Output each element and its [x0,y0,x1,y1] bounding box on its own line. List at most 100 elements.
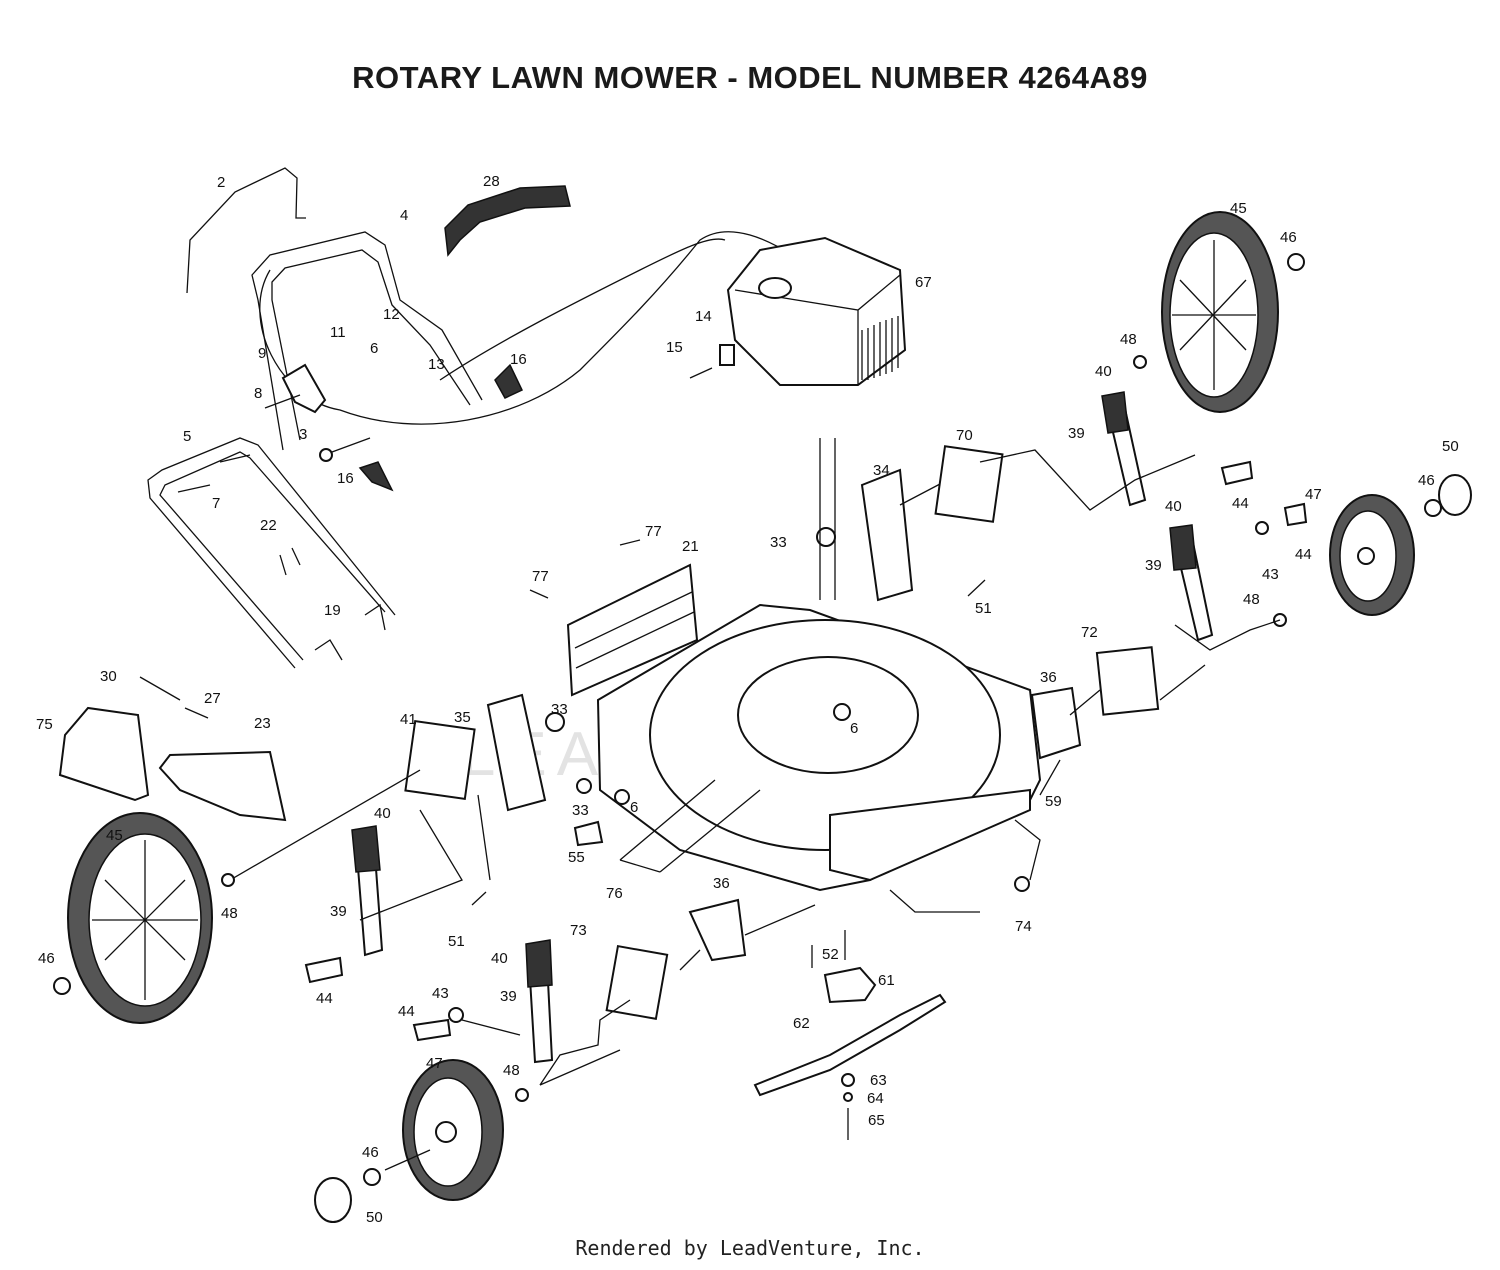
washer-43-front-left [448,1007,464,1023]
callout-41: 41 [400,711,417,728]
callout-65: 65 [868,1112,885,1129]
callout-73: 73 [570,922,587,939]
callout-75: 75 [36,716,53,733]
callout-33-a: 33 [770,534,787,551]
callout-70: 70 [956,427,973,444]
callout-33-c: 33 [572,802,589,819]
callout-46-d: 46 [362,1144,379,1161]
rear-wheel-45-left [67,812,213,1024]
lever-grip-40-rear-right [1101,391,1129,434]
washer-48-front-left [515,1088,529,1102]
diagram-title: ROTARY LAWN MOWER - MODEL NUMBER 4264A89 [352,60,1148,95]
rod-30 [139,676,181,701]
callout-6-b: 6 [850,720,858,737]
nut-46-rear-left [53,977,71,995]
axle-bracket-73 [605,944,669,1020]
callout-76: 76 [606,885,623,902]
clip-19 [314,603,386,661]
callout-48-a: 48 [1120,331,1137,348]
callout-27: 27 [204,690,221,707]
callout-15: 15 [666,339,683,356]
grass-bag-75 [58,706,150,802]
callout-28: 28 [483,173,500,190]
nut-33-front [545,712,565,732]
washer-43-front-right [1255,521,1269,535]
bolt-15 [689,367,713,379]
callout-2: 2 [217,174,225,191]
callout-62: 62 [793,1015,810,1032]
height-adjuster-35 [486,693,547,812]
callout-33-b: 33 [551,701,568,718]
callout-52: 52 [822,946,839,963]
callout-48-d: 48 [503,1062,520,1079]
bolt-44-front-left [412,1018,452,1042]
spring-27 [184,707,209,719]
nut-46-rear-right [1287,253,1305,271]
callout-11: 11 [330,324,346,341]
callout-63: 63 [870,1072,887,1089]
callout-64: 64 [867,1090,884,1107]
mower-deck-59 [596,603,1042,892]
wing-knob-16-upper [494,363,524,399]
callout-4: 4 [400,207,408,224]
bolt-44-rear-left [304,956,344,984]
clamp-14 [719,344,735,366]
callout-77-a: 77 [645,523,662,540]
callout-46-b: 46 [1418,472,1435,489]
deflector-23 [158,750,287,822]
callout-46-c: 46 [38,950,55,967]
callout-labels: 2 28 4 67 45 46 11 12 6 14 9 16 15 13 48… [36,173,1459,1226]
callout-40-b: 40 [1165,498,1182,515]
callout-77-b: 77 [532,568,549,585]
pin-22 [279,547,301,576]
callout-44-b: 44 [1295,546,1312,563]
callout-14: 14 [695,308,712,325]
front-wheel-47-left [402,1059,504,1201]
callout-59: 59 [1045,793,1062,810]
callout-12: 12 [383,306,400,323]
nut-74 [1014,876,1030,892]
screw-77-lower [529,589,549,599]
eyebolt-3 [319,448,333,462]
axle-bracket-41 [404,720,476,800]
callout-51-a: 51 [975,600,992,617]
callout-23: 23 [254,715,271,732]
callout-40-d: 40 [491,950,508,967]
nut-46-front-right [1424,499,1442,517]
callout-9: 9 [258,345,266,362]
engine-67 [726,236,907,386]
nut-33-lower [576,778,592,794]
callout-36-a: 36 [1040,669,1057,686]
lever-grip-40-rear-left [351,825,381,873]
callout-34: 34 [873,462,890,479]
callout-72: 72 [1081,624,1098,641]
bag-hanger-76 [619,779,761,873]
bolt-8 [264,394,301,409]
callout-51-b: 51 [448,933,465,950]
wing-knob-16-lower [358,461,394,492]
rear-shield-21 [566,563,699,697]
callout-21: 21 [682,538,699,555]
callout-35: 35 [454,709,471,726]
callout-6: 6 [370,340,378,357]
callout-8: 8 [254,385,262,402]
callout-47-a: 47 [1305,486,1322,503]
callout-40-c: 40 [374,805,391,822]
axle-left-rear [229,769,421,881]
carriage-bolt-7 [177,454,251,493]
callout-16-b: 16 [337,470,354,487]
callout-50-a: 50 [1442,438,1459,455]
callout-48-c: 48 [221,905,238,922]
upper-handle-4 [251,231,483,451]
axle-bracket-72 [1095,646,1160,716]
rear-wheel-45-right [1161,211,1279,413]
callout-5: 5 [183,428,191,445]
lever-grip-40-front-left [525,939,553,988]
bolt-51-rear [967,579,986,597]
callout-19: 19 [324,602,341,619]
height-adjuster-36-left [688,898,747,962]
nut-6-deck [833,703,851,721]
footer-credit: Rendered by LeadVenture, Inc. [575,1236,925,1260]
callout-43-a: 43 [1262,566,1279,583]
blade-adapter-61 [823,966,877,1004]
